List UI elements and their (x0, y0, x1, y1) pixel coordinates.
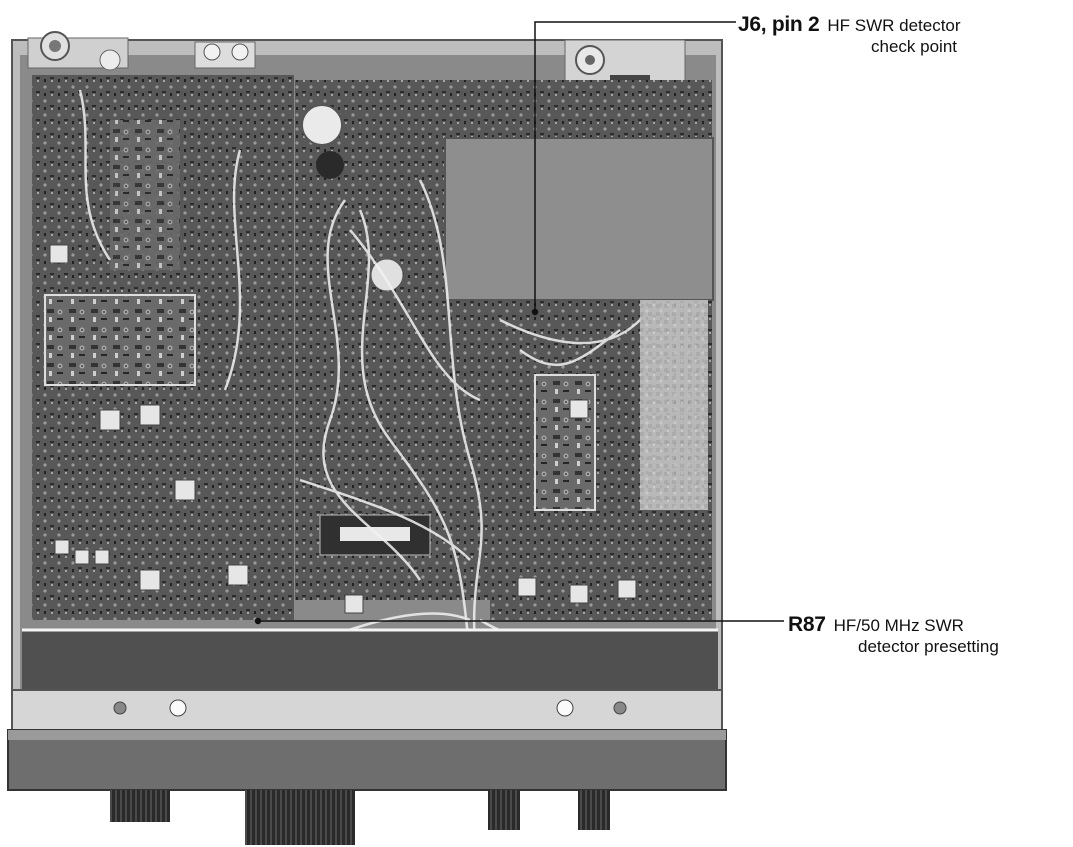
callout-j6-desc-line2: check point (871, 37, 957, 56)
callout-r87-ref: R87 (788, 613, 826, 636)
front-knobs (110, 790, 610, 845)
callout-r87-desc-line1: HF/50 MHz SWR (833, 616, 964, 635)
leader-line-j6 (534, 21, 736, 312)
callout-j6: J6, pin 2 HF SWR detector check point (738, 14, 961, 57)
callout-j6-ref: J6, pin 2 (738, 13, 820, 36)
front-rail (11, 689, 723, 731)
callout-j6-desc-line1: HF SWR detector (827, 16, 961, 35)
lower-tray (22, 630, 718, 690)
shield-can (444, 137, 714, 301)
left-subboard (44, 294, 196, 386)
front-panel (7, 729, 727, 791)
components (49, 244, 637, 614)
callout-r87-desc-line2: detector presetting (858, 637, 999, 656)
leader-lines (254, 21, 784, 625)
callout-r87: R87 HF/50 MHz SWR detector presetting (788, 614, 999, 657)
